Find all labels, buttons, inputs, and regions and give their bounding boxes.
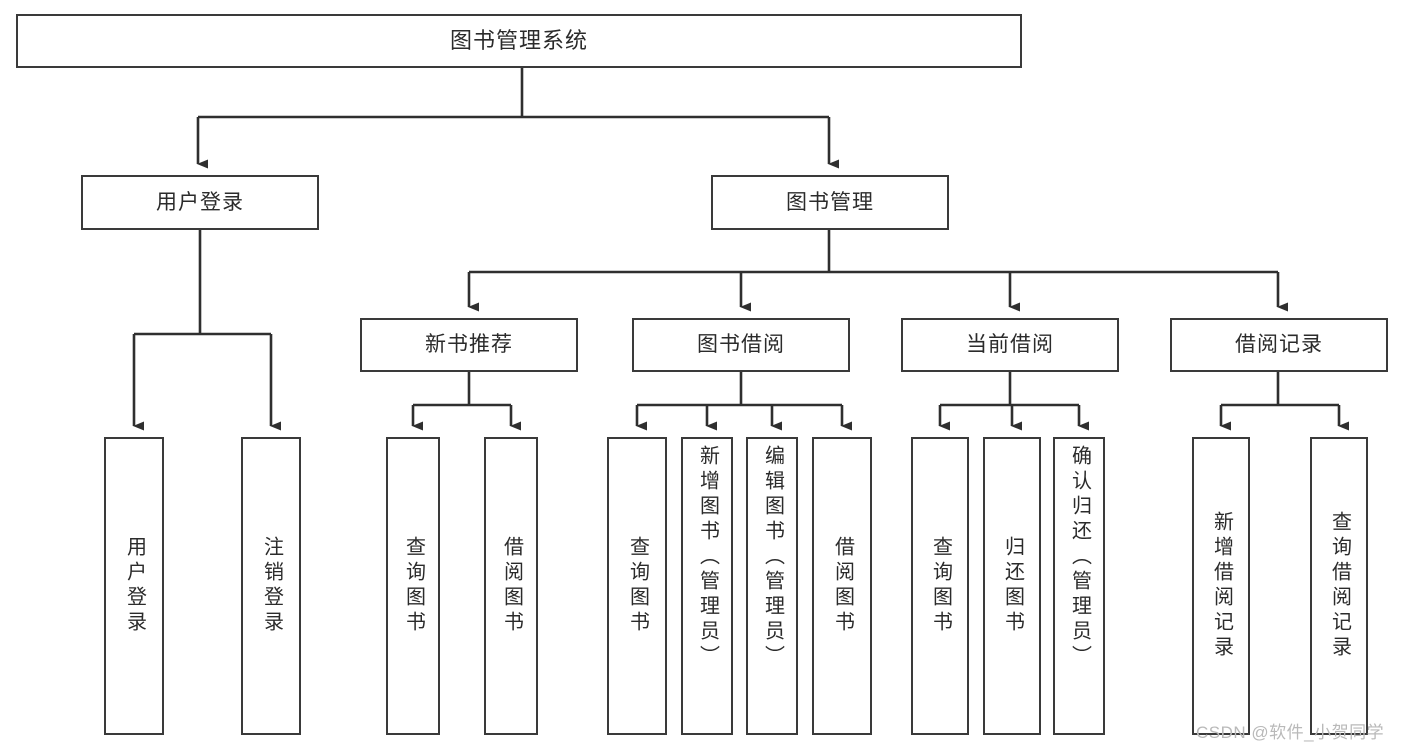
node-leaf-add-borrow-record-label: 新增借阅记录 — [1210, 511, 1233, 661]
node-leaf-add-book-admin[interactable]: 新增图书（管理员） — [681, 437, 733, 735]
node-leaf-return-book-inner: 归还图书 — [985, 439, 1039, 733]
node-leaf-query-borrow-record[interactable]: 查询借阅记录 — [1310, 437, 1368, 735]
node-leaf-query-book-borrow-label: 查询图书 — [626, 536, 649, 636]
node-leaf-user-logout[interactable]: 注销登录 — [241, 437, 301, 735]
node-leaf-query-borrow-record-inner: 查询借阅记录 — [1312, 439, 1366, 733]
node-current-borrow-label: 当前借阅 — [966, 333, 1054, 357]
node-borrow-record[interactable]: 借阅记录 — [1170, 318, 1388, 372]
node-user-login[interactable]: 用户登录 — [81, 175, 319, 230]
node-leaf-user-login-inner: 用户登录 — [106, 439, 162, 733]
node-leaf-query-book-recommend-inner: 查询图书 — [388, 439, 438, 733]
connector-lines — [132, 68, 1349, 431]
node-leaf-user-login[interactable]: 用户登录 — [104, 437, 164, 735]
node-leaf-user-logout-label: 注销登录 — [260, 536, 283, 636]
node-leaf-edit-book-admin[interactable]: 编辑图书（管理员） — [746, 437, 798, 735]
node-leaf-query-book-recommend[interactable]: 查询图书 — [386, 437, 440, 735]
node-leaf-add-book-admin-label: 新增图书（管理员） — [696, 445, 719, 670]
node-book-manage-label: 图书管理 — [786, 190, 874, 214]
node-leaf-add-borrow-record[interactable]: 新增借阅记录 — [1192, 437, 1250, 735]
node-leaf-borrow-book-recommend[interactable]: 借阅图书 — [484, 437, 538, 735]
node-leaf-user-login-label: 用户登录 — [123, 536, 146, 636]
node-user-login-label: 用户登录 — [156, 190, 244, 214]
node-leaf-borrow-book-inner: 借阅图书 — [814, 439, 870, 733]
node-leaf-query-book-borrow-inner: 查询图书 — [609, 439, 665, 733]
node-leaf-query-book-current-label: 查询图书 — [929, 536, 952, 636]
node-leaf-borrow-book-label: 借阅图书 — [831, 536, 854, 636]
node-leaf-add-borrow-record-inner: 新增借阅记录 — [1194, 439, 1248, 733]
node-new-book-recommend-label: 新书推荐 — [425, 333, 513, 357]
node-root-label: 图书管理系统 — [449, 27, 588, 53]
node-leaf-edit-book-admin-label: 编辑图书（管理员） — [761, 445, 784, 670]
csdn-watermark: CSDN @软件_小贺同学 — [1196, 723, 1385, 742]
node-leaf-return-book[interactable]: 归还图书 — [983, 437, 1041, 735]
node-leaf-borrow-book-recommend-inner: 借阅图书 — [486, 439, 536, 733]
node-leaf-query-book-current[interactable]: 查询图书 — [911, 437, 969, 735]
node-leaf-add-book-admin-inner: 新增图书（管理员） — [683, 439, 731, 739]
node-leaf-query-book-current-inner: 查询图书 — [913, 439, 967, 733]
node-leaf-edit-book-admin-inner: 编辑图书（管理员） — [748, 439, 796, 739]
node-leaf-confirm-return-admin[interactable]: 确认归还（管理员） — [1053, 437, 1105, 735]
node-leaf-query-book-recommend-label: 查询图书 — [402, 536, 425, 636]
node-leaf-query-borrow-record-label: 查询借阅记录 — [1328, 511, 1351, 661]
node-book-borrow-label: 图书借阅 — [697, 333, 785, 357]
node-leaf-confirm-return-admin-inner: 确认归还（管理员） — [1055, 439, 1103, 739]
node-new-book-recommend[interactable]: 新书推荐 — [360, 318, 578, 372]
node-leaf-user-logout-inner: 注销登录 — [243, 439, 299, 733]
node-leaf-confirm-return-admin-label: 确认归还（管理员） — [1068, 445, 1091, 670]
node-leaf-query-book-borrow[interactable]: 查询图书 — [607, 437, 667, 735]
node-current-borrow[interactable]: 当前借阅 — [901, 318, 1119, 372]
node-book-manage[interactable]: 图书管理 — [711, 175, 949, 230]
node-book-borrow[interactable]: 图书借阅 — [632, 318, 850, 372]
node-leaf-borrow-book[interactable]: 借阅图书 — [812, 437, 872, 735]
node-root[interactable]: 图书管理系统 — [16, 14, 1022, 68]
node-borrow-record-label: 借阅记录 — [1235, 333, 1323, 357]
node-leaf-borrow-book-recommend-label: 借阅图书 — [500, 536, 523, 636]
node-leaf-return-book-label: 归还图书 — [1001, 536, 1024, 636]
